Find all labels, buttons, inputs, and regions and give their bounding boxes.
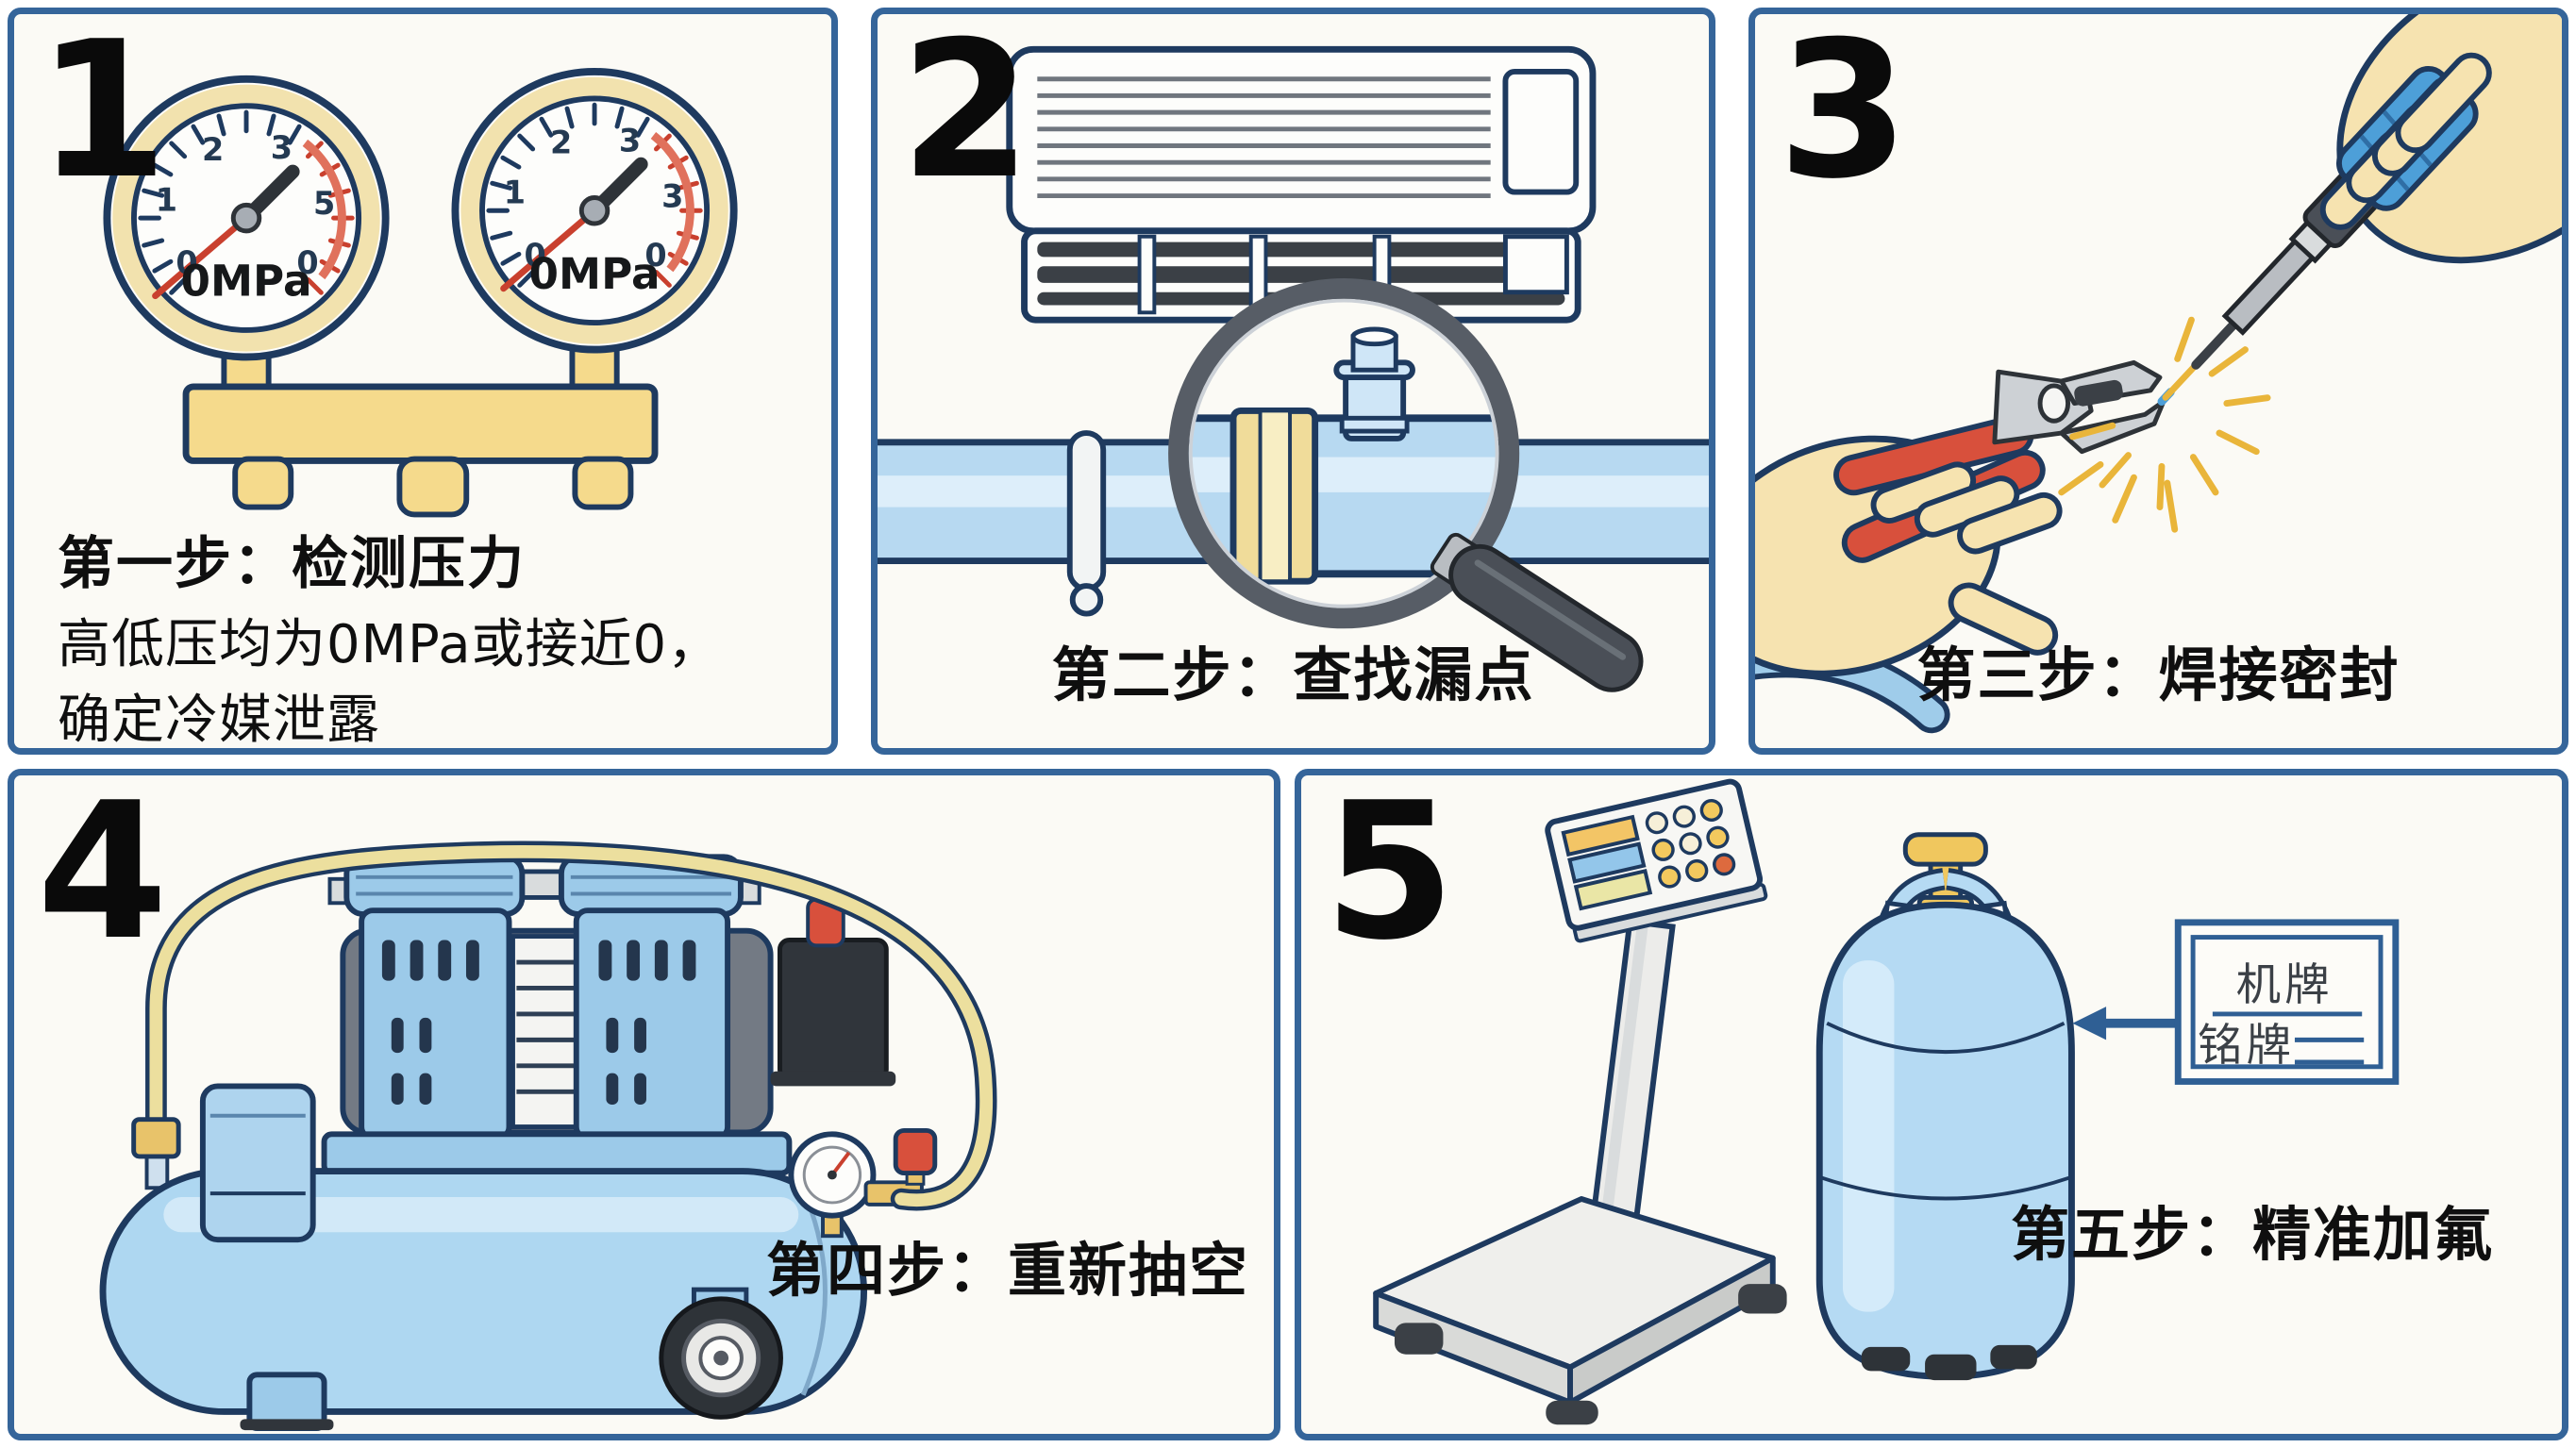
panel-step-2: 2 (871, 8, 1715, 755)
gauge-right-label-2: 2 (550, 124, 572, 160)
manifold-gauges-illustration: 0 1 2 3 5 0 0MPa 0 1 2 3 3 0 0MPa (14, 14, 831, 518)
step2-caption: 第二步：查找漏点 (1051, 641, 1535, 709)
step3-caption: 第三步：焊接密封 (1916, 641, 2400, 709)
gauge-left-label-0a: 0 (176, 244, 197, 281)
spark-burst (2058, 316, 2271, 533)
welding-illustration (1755, 14, 2562, 734)
gauge-right-label-3b: 3 (661, 177, 683, 214)
nameplate-bottom-label: 铭牌 (2198, 1020, 2295, 1072)
gauge-left-label-5: 5 (313, 185, 335, 222)
panel-step-4: 4 (8, 769, 1280, 1440)
right-hand-fingers (2319, 52, 2492, 230)
pump-gauge (788, 1131, 877, 1239)
arrow-left-icon (2072, 1007, 2177, 1040)
step-number-1: 1 (37, 8, 169, 221)
gauge-right-label-3a: 3 (619, 122, 641, 158)
air-conditioner (1006, 45, 1597, 324)
left-hand-fingers (1870, 461, 2063, 656)
panel-step-3: 3 (1748, 8, 2568, 755)
scale-keypad (1645, 798, 1736, 889)
gauge-right-label-0b: 0 (644, 237, 666, 274)
panel-step-5: 5 (1295, 769, 2568, 1440)
gauge-right-label-1: 1 (504, 174, 526, 210)
magnifying-glass (1168, 277, 1644, 692)
manifold (182, 337, 659, 518)
vacuum-pump (99, 841, 997, 1432)
step5-caption: 第五步：精准加氟 (2010, 1200, 2494, 1269)
service-valve (1333, 326, 1415, 441)
pipe-coupler (1229, 407, 1319, 585)
gauge-left-label-2: 2 (202, 131, 224, 168)
step-number-3: 3 (1778, 8, 1910, 221)
pump-wheel (659, 1296, 783, 1420)
pipe-clamp (1066, 430, 1107, 591)
nameplate-top-label: 机牌 (2236, 959, 2333, 1011)
panel-step-1: 1 (8, 8, 838, 755)
filter-canister (199, 1083, 316, 1243)
step1-caption: 第一步：检测压力 高低压均为0MPa或接近0， 确定冷媒泄露 (58, 518, 722, 751)
step4-caption: 第四步：重新抽空 (765, 1236, 1249, 1305)
gauge-left-label-0b: 0 (296, 244, 318, 281)
magnifier-handle (1430, 532, 1644, 692)
gas-cylinder (1815, 832, 2075, 1381)
step-number-4: 4 (37, 769, 169, 982)
gauge-right-label-0a: 0 (524, 237, 545, 274)
air-hose (131, 841, 997, 1211)
step1-caption-line2: 高低压均为0MPa或接近0， (58, 614, 722, 675)
gauge-right-reading: 0MPa (529, 249, 661, 299)
pressure-gauge-left: 0 1 2 3 5 0 0MPa (107, 79, 385, 358)
scale-display (1545, 778, 1768, 943)
gauge-left-label-1: 1 (156, 181, 177, 218)
pressure-switch (770, 897, 896, 1087)
step-number-2: 2 (900, 8, 1032, 221)
gauge-left-label-3: 3 (271, 129, 293, 166)
pressure-gauge-right: 0 1 2 3 3 0 0MPa (455, 72, 733, 350)
nameplate-label-box: 机牌 铭牌 (2174, 919, 2400, 1085)
vacuum-pump-illustration (99, 841, 997, 1432)
electronic-scale (1373, 778, 1787, 1425)
leak-search-illustration (878, 45, 1709, 692)
magnifier-ring (1168, 277, 1520, 629)
step1-caption-title: 第一步：检测压力 (58, 531, 526, 597)
charging-illustration: 机牌 铭牌 (1373, 778, 2400, 1425)
step-number-5: 5 (1324, 769, 1456, 982)
gauge-left-reading: 0MPa (181, 257, 312, 307)
step1-caption-line3: 确定冷媒泄露 (58, 689, 380, 751)
